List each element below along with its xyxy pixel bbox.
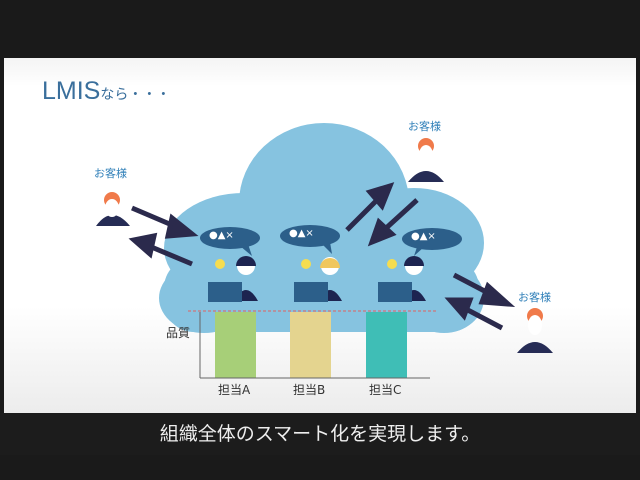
agent-a — [208, 256, 258, 302]
customer-right — [517, 308, 553, 353]
presentation-slide: LMISなら・・・ お客様 お客様 お客様 ●▲× ●▲× ●▲× 品質 担当A… — [4, 58, 636, 413]
quality-chart — [188, 310, 436, 379]
title-main: LMIS — [42, 77, 101, 105]
bubble-text-c: ●▲× — [411, 231, 436, 242]
agent-c — [378, 256, 426, 302]
bar-b — [290, 312, 331, 378]
bubble-text-b: ●▲× — [289, 228, 314, 239]
speech-bubbles — [200, 225, 462, 256]
axis-label-quality: 品質 — [166, 326, 191, 340]
video-subtitle: 組織全体のスマート化を実現します。 — [0, 413, 640, 455]
agent-label-b: 担当B — [293, 383, 326, 397]
customer-top — [408, 138, 444, 182]
customer-label-left: お客様 — [94, 167, 127, 180]
agent-label-c: 担当C — [369, 383, 402, 397]
customer-label-top: お客様 — [408, 120, 441, 133]
bar-a — [215, 312, 256, 378]
customer-left — [96, 192, 130, 226]
slide-title: LMISなら・・・ — [42, 77, 170, 106]
customers — [96, 138, 553, 353]
diagram — [96, 123, 553, 379]
customer-label-right: お客様 — [518, 291, 551, 304]
bar-c — [366, 312, 407, 378]
arrows — [128, 182, 516, 331]
agents — [208, 256, 426, 302]
agent-b — [294, 257, 342, 302]
bubble-text-a: ●▲× — [209, 230, 234, 241]
title-suffix: なら・・・ — [100, 86, 171, 102]
agent-label-a: 担当A — [218, 383, 251, 397]
